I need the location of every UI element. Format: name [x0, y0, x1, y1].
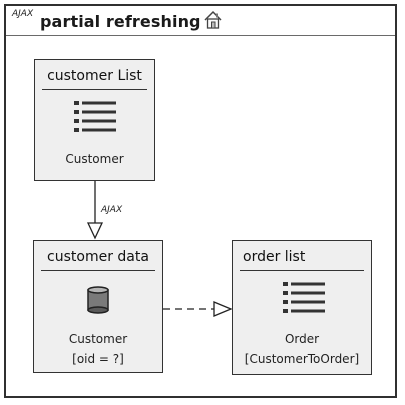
node-divider: [42, 89, 147, 90]
node-entity: Customer: [65, 152, 124, 166]
node-entity: Order: [284, 332, 320, 346]
node-condition: [CustomerToOrder]: [244, 352, 360, 366]
node-divider: [41, 270, 155, 271]
list-icon: [283, 282, 325, 313]
list-icon: [74, 101, 116, 132]
node-divider: [240, 270, 364, 271]
node-title: customer data: [47, 249, 149, 265]
view-title: partial refreshing: [40, 12, 201, 31]
view-header: AJAX partial refreshing: [6, 6, 395, 36]
ajax-badge: AJAX: [12, 9, 34, 19]
node-order-list[interactable]: order list Order [CustomerToOrder]: [232, 240, 372, 375]
node-entity: Customer: [68, 332, 128, 346]
node-title: customer List: [47, 68, 142, 84]
node-customer-list[interactable]: customer List Customer: [34, 59, 155, 181]
node-customer-data[interactable]: customer data Customer [oid = ?]: [33, 240, 163, 373]
home-icon[interactable]: [203, 10, 223, 30]
node-condition: [oid = ?]: [72, 352, 124, 366]
database-icon: [87, 286, 109, 314]
node-title: order list: [243, 249, 306, 265]
edge-label-ajax: AJAX: [101, 205, 123, 215]
